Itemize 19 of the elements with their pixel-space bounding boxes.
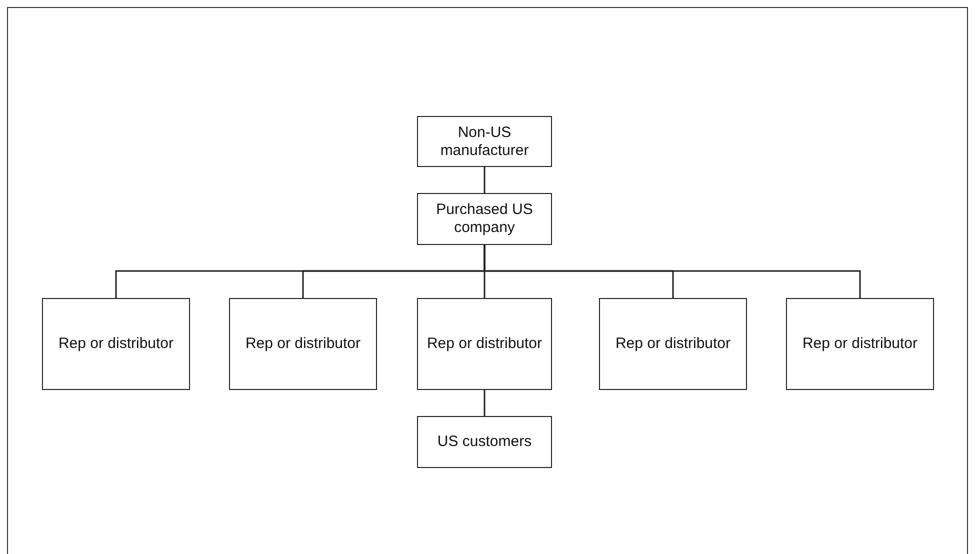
box-label: Rep or distributor bbox=[802, 335, 918, 353]
org-box bbox=[417, 298, 552, 390]
box-label: Rep or distributor bbox=[58, 335, 174, 353]
box-label: Non-US manufacturer bbox=[439, 124, 530, 160]
org-box bbox=[417, 193, 552, 245]
connector-line bbox=[484, 390, 486, 416]
org-box bbox=[417, 116, 552, 167]
connector-line bbox=[484, 167, 486, 193]
box-label: Rep or distributor bbox=[615, 335, 731, 353]
box-label: Rep or distributor bbox=[245, 335, 361, 353]
org-box bbox=[229, 298, 377, 390]
org-box bbox=[42, 298, 190, 390]
box-label: US customers bbox=[437, 433, 532, 451]
org-box bbox=[786, 298, 934, 390]
connector-line bbox=[484, 245, 861, 298]
box-label: Rep or distributor bbox=[426, 335, 542, 353]
box-label: Purchased US company bbox=[435, 201, 534, 237]
org-box bbox=[417, 416, 552, 468]
org-box bbox=[599, 298, 747, 390]
